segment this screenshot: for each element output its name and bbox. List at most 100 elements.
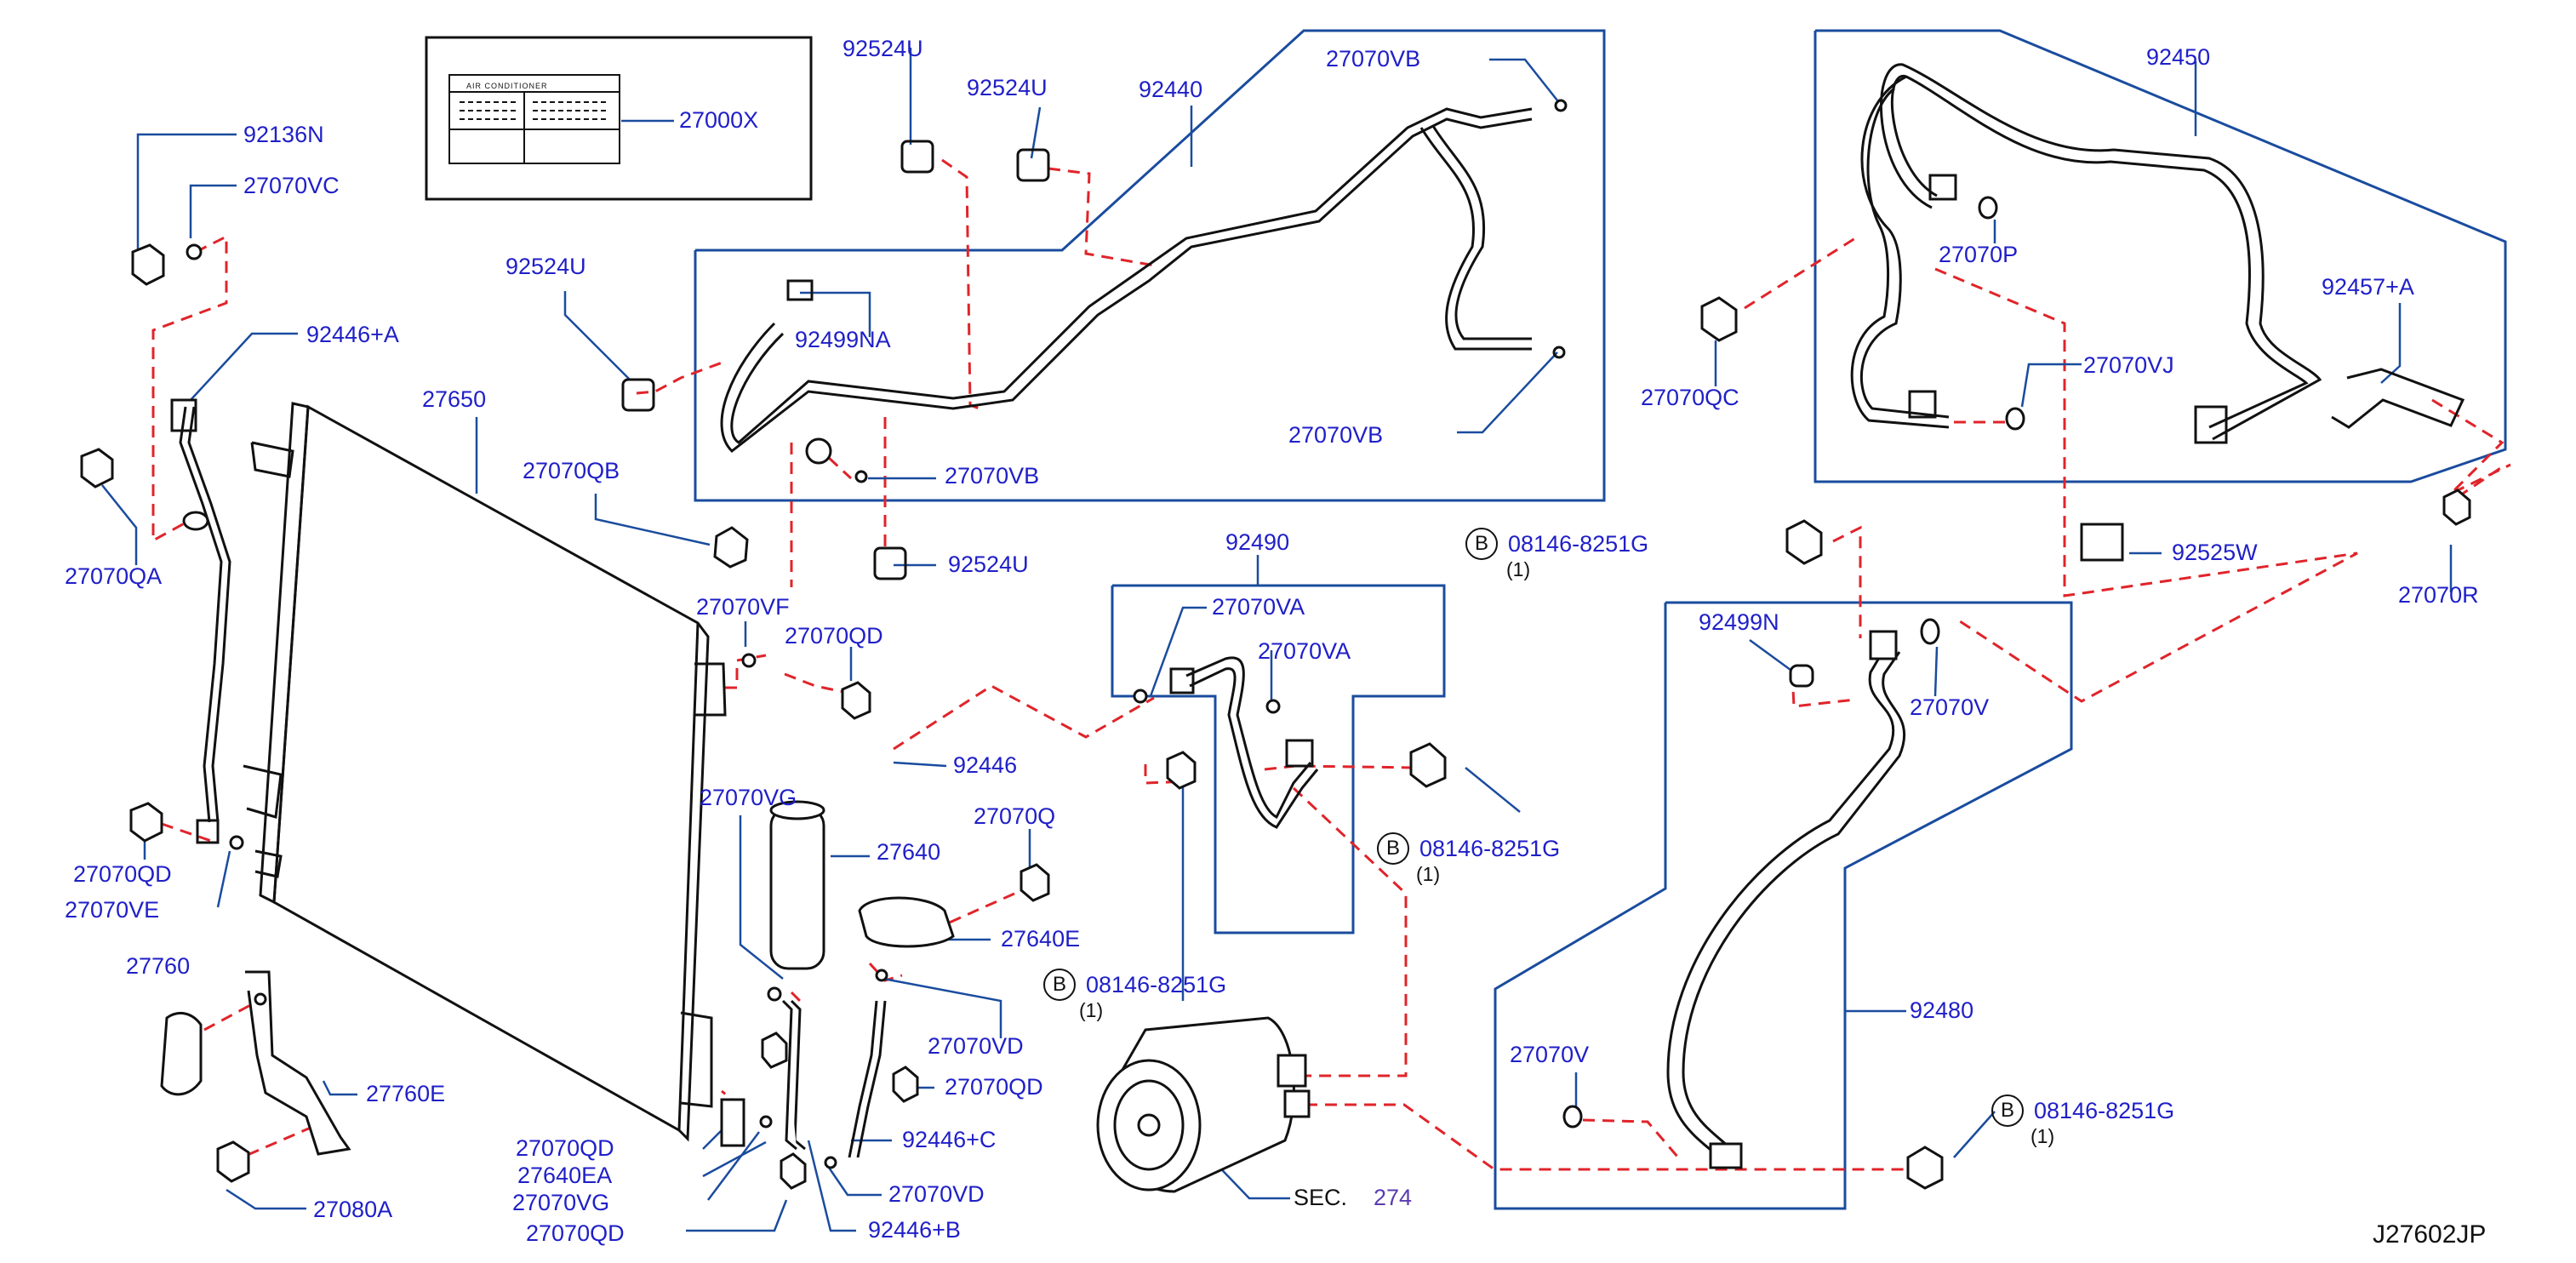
label-27070VE: 27070VE — [65, 897, 160, 923]
badge-b-2: B — [1377, 832, 1409, 865]
dash-27070R — [2457, 463, 2506, 499]
label-27070V-a: 27070V — [1510, 1042, 1590, 1067]
leader-27070VG-b — [707, 1131, 760, 1201]
dash-92136N — [151, 234, 228, 543]
hose-92480 — [1666, 630, 1906, 1169]
condenser-27650 — [243, 402, 727, 1142]
leader-27070VC — [189, 184, 237, 238]
label-27000X: 27000X — [679, 107, 759, 133]
sensor-27760 — [160, 970, 351, 1156]
label-27070VD-b: 27070VD — [888, 1181, 985, 1207]
leader-92499N — [1749, 638, 1795, 674]
label-27640EA: 27640EA — [517, 1163, 613, 1188]
dash-compressor-lower — [1305, 1103, 1906, 1171]
label-08146-c: 08146-8251G — [1086, 972, 1227, 997]
dash-to-compressor — [1292, 786, 1408, 1077]
leader-92457A — [2380, 303, 2402, 384]
label-27070VA-b: 27070VA — [1258, 638, 1351, 664]
label-27070VB-top: 27070VB — [1326, 46, 1421, 71]
label-92499NA: 92499NA — [795, 327, 891, 352]
label-27070VG: 27070VG — [700, 785, 797, 810]
dash-bolt-92480 — [1832, 525, 1862, 638]
label-sec-274: 274 — [1374, 1185, 1413, 1210]
pipe-92450 — [1850, 63, 2465, 562]
label-92457A: 92457+A — [2322, 274, 2414, 300]
label-27070V-b: 27070V — [1910, 694, 1990, 720]
frame-92450 — [1813, 29, 2507, 483]
leader-27080A — [226, 1188, 306, 1210]
dash-27640-bottom — [790, 991, 802, 1003]
pipe-92440 — [720, 99, 1568, 483]
leader-92136N — [136, 133, 237, 252]
label-92446A: 92446+A — [306, 322, 399, 347]
label-27070QD-b2: 27070QD — [526, 1220, 625, 1246]
label-92490: 92490 — [1225, 529, 1290, 555]
dash-92524U-a — [941, 158, 985, 412]
label-92440: 92440 — [1139, 77, 1203, 102]
leader-08146-d — [1953, 1111, 1996, 1158]
label-27070VJ: 27070VJ — [2083, 352, 2174, 378]
clips-92524U — [621, 140, 1050, 580]
leader-27760E — [322, 1080, 357, 1096]
badge-b-1: B — [1465, 528, 1498, 560]
frame-27000X — [425, 36, 813, 201]
leader-92499NA — [800, 291, 871, 337]
label-92524U-c: 92524U — [505, 254, 586, 279]
label-92524U-b: 92524U — [967, 75, 1048, 100]
leader-27070VE — [216, 850, 231, 908]
label-92446C: 92446+C — [902, 1127, 997, 1152]
label-92446: 92446 — [953, 752, 1018, 778]
label-92450: 92450 — [2146, 44, 2211, 70]
label-qty-3: (1) — [1079, 999, 1104, 1021]
label-qty-1: (1) — [1506, 558, 1531, 580]
badge-b-4: B — [1991, 1094, 2024, 1127]
leader-27070QD-b2 — [686, 1199, 788, 1232]
frame-92480 — [1494, 601, 2073, 1210]
leader-27070QA — [101, 484, 138, 565]
frame-92440 — [694, 29, 1606, 502]
dash-92524U-b — [1048, 167, 1156, 267]
leader-27070VD-b — [824, 1162, 882, 1197]
label-92525W: 92525W — [2172, 540, 2258, 565]
dash-27640-clamp — [937, 892, 1015, 929]
label-27070VG-b: 27070VG — [512, 1190, 610, 1215]
diagram-code: J27602JP — [2373, 1220, 2487, 1249]
label-27760: 27760 — [126, 953, 191, 979]
dash-27070VB-mid — [827, 456, 853, 480]
label-27070VA-a: 27070VA — [1212, 594, 1305, 620]
label-sec: SEC. — [1294, 1185, 1348, 1210]
dash-27760 — [203, 1003, 253, 1032]
leader-92446B — [807, 1140, 856, 1232]
leader-27070VG — [739, 815, 784, 980]
label-92499N: 92499N — [1699, 609, 1779, 635]
pipe-92490 — [1169, 656, 1319, 829]
dash-27070QC — [1744, 237, 1856, 310]
label-92480: 92480 — [1910, 997, 1974, 1023]
dash-92446-92490 — [893, 684, 1155, 751]
group-frames — [425, 29, 2507, 1210]
label-27070QC: 27070QC — [1641, 385, 1739, 410]
label-27070QD-c: 27070QD — [945, 1074, 1043, 1100]
label-27070R: 27070R — [2398, 582, 2479, 608]
label-27080A: 27080A — [313, 1197, 393, 1222]
bolts-misc — [80, 196, 2471, 1190]
label-27070QD-left: 27070QD — [73, 861, 172, 887]
label-08146-d: 08146-8251G — [2034, 1098, 2175, 1123]
leader-27640EA — [702, 1140, 767, 1178]
dash-27070VF — [725, 654, 767, 689]
group-leaders — [101, 48, 2453, 1232]
label-27070QD-mid: 27070QD — [785, 623, 883, 649]
hose-92446A — [170, 398, 231, 844]
leader-27070VJ — [2020, 363, 2082, 408]
leader-27070VA-a — [1149, 606, 1207, 697]
ac-label-sticker — [448, 74, 620, 164]
label-27760E: 27760E — [366, 1081, 446, 1106]
ac-label-text: AIR CONDITIONER — [466, 82, 548, 90]
leader-92446A — [190, 332, 298, 401]
compressor — [1096, 1016, 1311, 1193]
badge-b-3: B — [1043, 969, 1076, 1001]
label-08146-a: 08146-8251G — [1508, 531, 1649, 557]
label-27070VF: 27070VF — [696, 594, 790, 620]
label-92524U-d: 92524U — [948, 551, 1029, 577]
